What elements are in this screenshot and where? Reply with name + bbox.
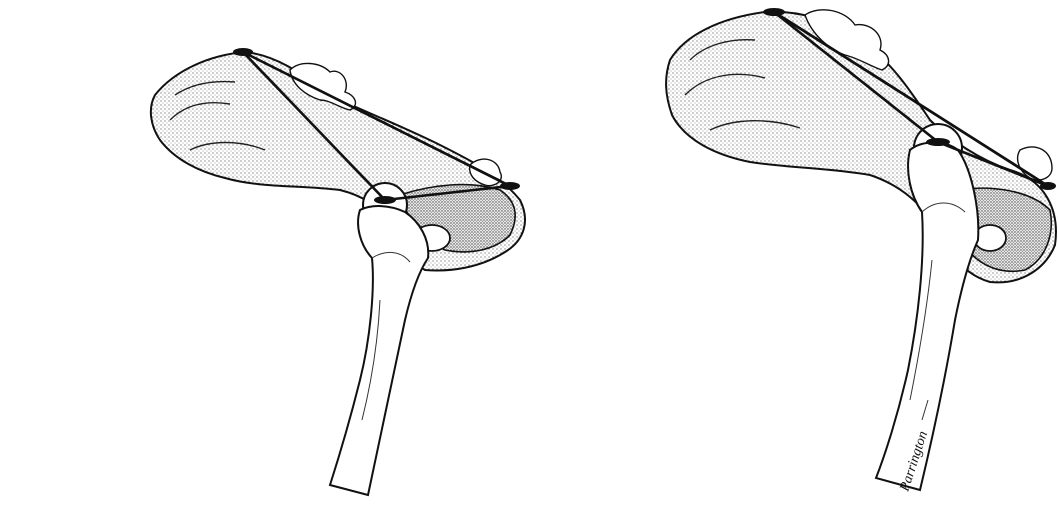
left-insertion-point — [500, 182, 520, 190]
left-hip-point — [374, 196, 396, 204]
left-origin-point — [233, 48, 253, 56]
right-insertion-point — [1040, 182, 1056, 190]
left-femur — [330, 206, 428, 495]
left-pelvis-femur-drawing — [0, 0, 540, 523]
right-origin-point — [763, 8, 785, 16]
right-drawing-svg: Parrington — [540, 0, 1059, 523]
right-pelvis-femur-drawing: Parrington — [540, 0, 1059, 523]
left-drawing-svg — [0, 0, 540, 523]
right-hip-point — [926, 138, 950, 146]
